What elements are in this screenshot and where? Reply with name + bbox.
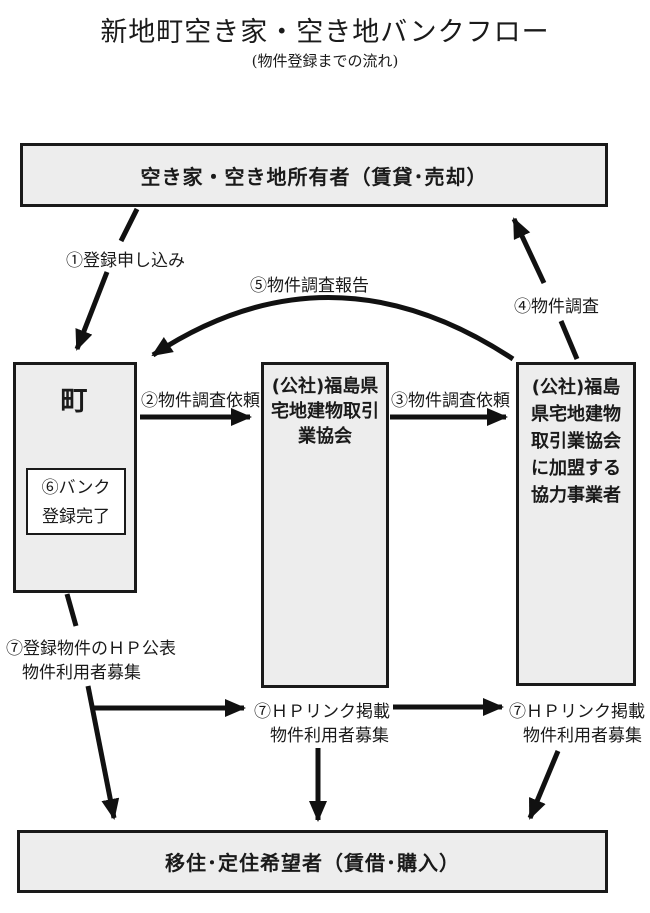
page-subtitle: (物件登録までの流れ) (251, 52, 399, 70)
label-step7-assoc-hp-link: ⑦ＨＰリンク掲載 (254, 702, 390, 722)
node-partners-line5: 協力事業者 (531, 485, 621, 506)
node-partners-line3: 取引業協会 (531, 431, 621, 452)
node-partners-line1: (公社)福島 (531, 377, 621, 398)
arrow-step5-arc (151, 295, 515, 362)
node-bank-line2: 登録完了 (42, 507, 110, 527)
arrow-step1-stub (118, 207, 140, 243)
label-step4-property-survey: ④物件調査 (514, 297, 599, 317)
label-step3-survey-request: ③物件調査依頼 (391, 391, 510, 411)
node-town-label: 町 (60, 386, 90, 417)
arrow-step7-town-down (85, 685, 120, 820)
label-step7-town-recruit: 物件利用者募集 (22, 663, 141, 683)
arrow-step7-partner-down (527, 750, 561, 820)
node-association-line1: (公社)福島県 (271, 376, 379, 397)
node-applicant: 移住･定住希望者（賃借･購入） (17, 830, 608, 893)
label-step7-partner-hp-link: ⑦ＨＰリンク掲載 (509, 702, 645, 722)
node-owner-label: 空き家・空き地所有者（賃貸･売却） (140, 164, 488, 189)
label-step5-survey-report: ⑤物件調査報告 (250, 276, 369, 296)
node-applicant-label: 移住･定住希望者（賃借･購入） (165, 851, 460, 875)
label-step2-survey-request: ②物件調査依頼 (141, 391, 260, 411)
label-step7-town-hp-publish: ⑦登録物件のＨＰ公表 (6, 639, 176, 659)
node-owner: 空き家・空き地所有者（賃貸･売却） (20, 143, 608, 207)
node-partners-line4: に加盟する (531, 458, 621, 479)
arrow-step7-town-stub (64, 593, 79, 627)
node-association-line2: 宅地建物取引 (271, 401, 379, 422)
node-association-line3: 業協会 (298, 426, 352, 447)
node-partners: (公社)福島 県宅地建物 取引業協会 に加盟する 協力事業者 (516, 362, 636, 686)
node-bank-line1: ⑥バンク (41, 478, 111, 498)
page-title: 新地町空き家・空き地バンクフロー (100, 17, 550, 48)
label-step7-assoc-recruit: 物件利用者募集 (270, 726, 389, 746)
node-bank-registered: ⑥バンク 登録完了 (26, 468, 126, 535)
arrow-step4 (511, 217, 547, 285)
arrow-step1 (74, 271, 110, 351)
label-step1-registration-application: ①登録申し込み (66, 251, 185, 271)
node-partners-line2: 県宅地建物 (531, 404, 621, 425)
label-step7-partner-recruit: 物件利用者募集 (523, 726, 642, 746)
arrow-step4-stub (558, 320, 580, 360)
node-association: (公社)福島県 宅地建物取引 業協会 (261, 362, 389, 688)
node-town: 町 ⑥バンク 登録完了 (13, 362, 137, 593)
